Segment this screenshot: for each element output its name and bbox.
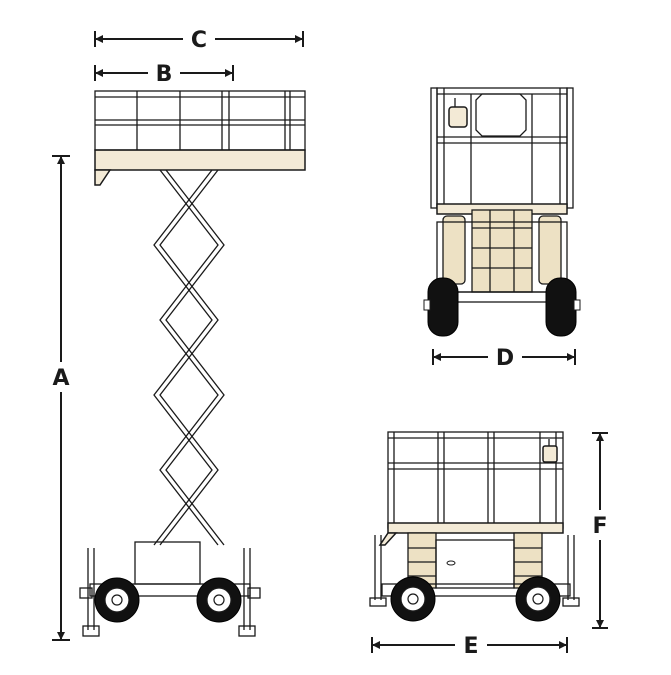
wheel-left [94, 577, 140, 623]
stowed-wheel-right [515, 576, 561, 622]
dimension-e: E [371, 634, 568, 659]
front-view: D [423, 87, 581, 371]
dimension-label-d: D [496, 346, 514, 371]
chassis-side [79, 541, 261, 637]
wheel-right [196, 577, 242, 623]
scissor-arms [153, 169, 225, 546]
stowed-wheel-left [390, 576, 436, 622]
dimension-label-a: A [52, 366, 69, 391]
dimension-label-e: E [463, 634, 478, 659]
dimension-f: F [592, 432, 608, 629]
dimension-label-f: F [592, 514, 607, 539]
side-view-stowed: F E [369, 431, 608, 659]
platform-side [94, 90, 306, 186]
dimension-a: A [52, 155, 70, 641]
side-view-extended: C B A [52, 28, 306, 641]
dimension-c: C [94, 28, 304, 53]
dimension-d: D [432, 346, 576, 371]
dimension-label-c: C [191, 28, 207, 53]
dimension-b: B [94, 62, 234, 87]
dimension-label-b: B [156, 62, 173, 87]
